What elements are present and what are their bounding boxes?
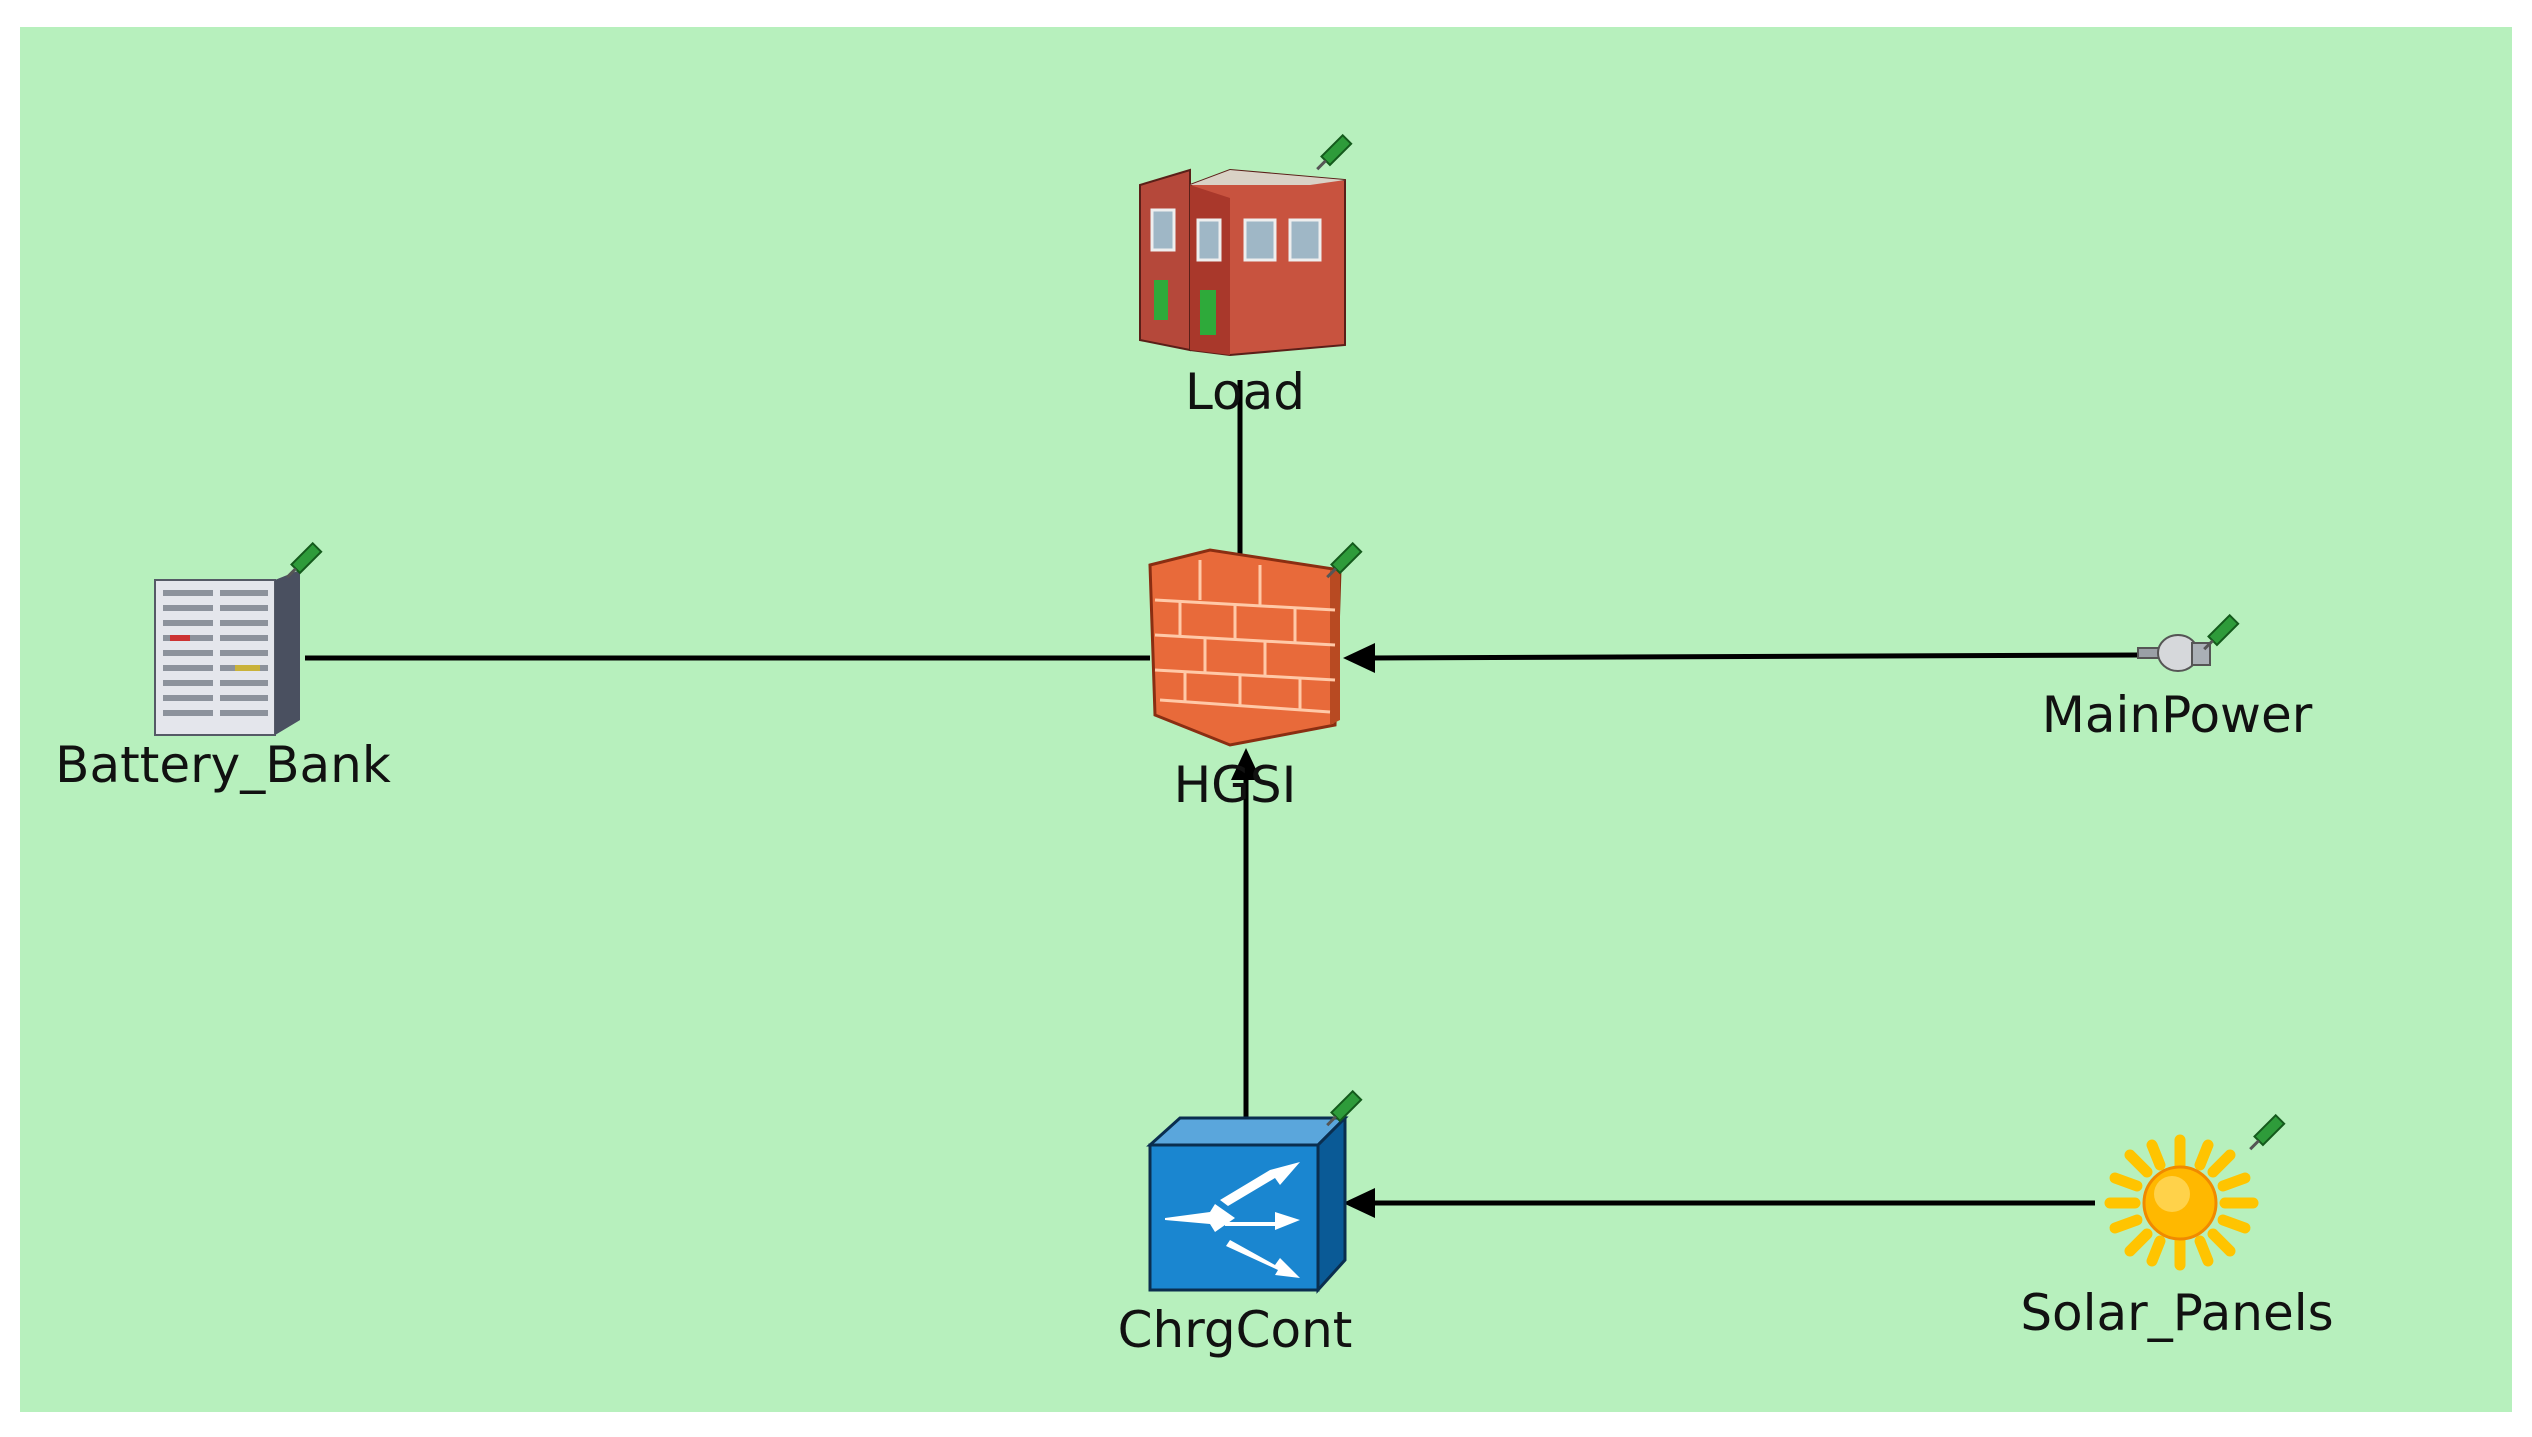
node-solar-panels[interactable]: Solar_Panels xyxy=(2020,1110,2334,1338)
arrowhead-mainpower-hgsi xyxy=(1343,643,1375,673)
sun-icon xyxy=(2104,1113,2286,1271)
house-icon xyxy=(1139,133,1353,357)
node-hgsi[interactable]: HGSI xyxy=(1140,540,1370,810)
node-mainpower[interactable]: MainPower xyxy=(2042,610,2312,740)
brick-wall-icon xyxy=(1148,541,1363,747)
arrowhead-solar-chrgcont xyxy=(1343,1188,1375,1218)
server-rack-icon xyxy=(154,541,323,736)
node-label: HGSI xyxy=(1173,756,1297,814)
node-label: Load xyxy=(1185,363,1305,421)
edge-mainpower-hgsi[interactable] xyxy=(1369,652,2141,661)
node-label: ChrgCont xyxy=(1117,1301,1353,1359)
power-plug-icon xyxy=(2137,613,2240,672)
node-battery-bank[interactable]: Battery_Bank xyxy=(55,541,391,790)
node-label: MainPower xyxy=(2041,686,2313,744)
node-chrgcont[interactable]: ChrgCont xyxy=(1118,1089,1370,1355)
node-label: Solar_Panels xyxy=(2020,1284,2334,1342)
node-load[interactable]: Load xyxy=(1130,133,1360,417)
arrowhead-chrgcont-hgsi xyxy=(1231,748,1261,780)
switch-box-icon xyxy=(1146,1089,1363,1294)
node-label: Battery_Bank xyxy=(55,736,391,794)
